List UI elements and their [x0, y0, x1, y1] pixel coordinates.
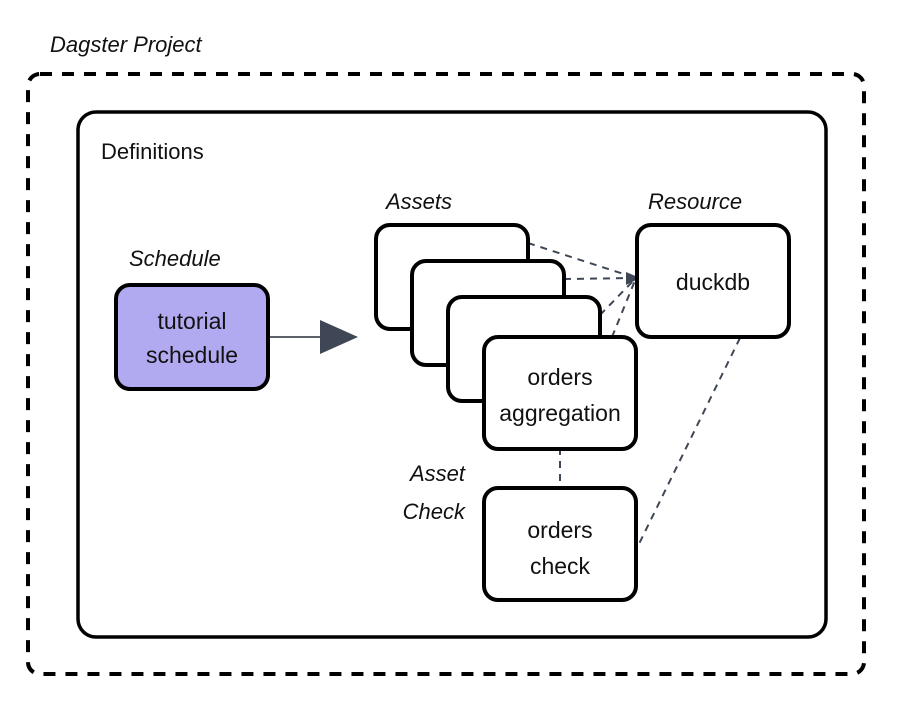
asset-check-group-label-line1: Asset	[408, 461, 466, 486]
schedule-group-label: Schedule	[129, 246, 221, 271]
edge-asset1-to-resource	[527, 242, 637, 279]
asset-check-group-label-line2: Check	[403, 499, 466, 524]
assets-group-label: Assets	[384, 189, 452, 214]
node-orders-aggregation-line2: aggregation	[499, 400, 621, 426]
project-boundary	[26, 72, 866, 676]
node-tutorial-schedule[interactable]	[114, 283, 270, 391]
edge-resource-to-asset-check	[636, 337, 741, 549]
edge-asset2-to-resource	[563, 277, 637, 280]
definitions-container	[76, 110, 828, 639]
node-tutorial-schedule-line2: schedule	[146, 342, 238, 368]
node-orders-check[interactable]	[482, 486, 638, 602]
project-title: Dagster Project	[50, 32, 203, 57]
edge-asset4-to-resource	[611, 277, 637, 338]
definitions-label: Definitions	[101, 139, 204, 164]
node-orders-aggregation-line1: orders	[527, 364, 592, 390]
node-orders-check-line1: orders	[527, 517, 592, 543]
edge-schedule-to-assets-arrowhead	[320, 320, 358, 354]
node-orders-check-line2: check	[530, 553, 591, 579]
node-tutorial-schedule-line1: tutorial	[157, 308, 226, 334]
edge-assets-to-resource-arrowhead	[626, 272, 640, 285]
node-orders-aggregation[interactable]	[482, 335, 638, 451]
resource-group-label: Resource	[648, 189, 742, 214]
node-duckdb-label: duckdb	[676, 269, 750, 295]
edge-asset3-to-resource	[599, 277, 637, 316]
node-duckdb[interactable]	[635, 223, 791, 339]
